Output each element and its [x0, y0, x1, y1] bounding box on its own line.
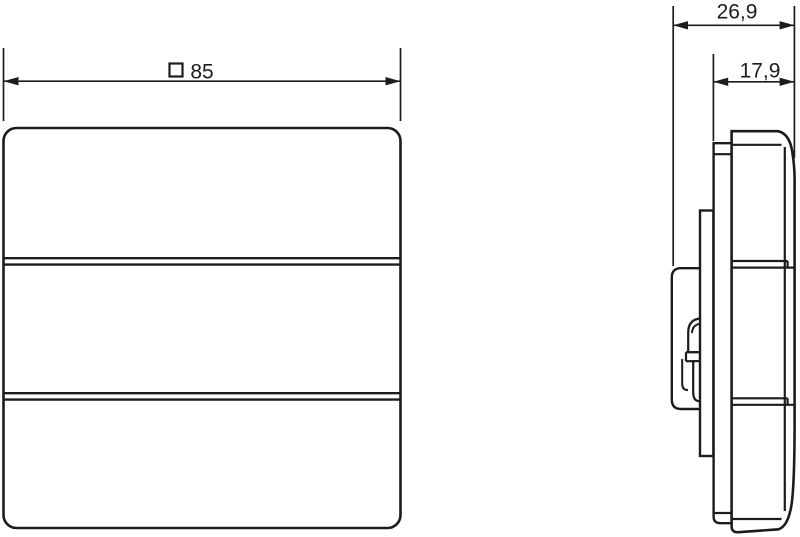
rocker-groove-lower — [731, 397, 795, 406]
front-view: 85 — [2, 48, 402, 530]
square-symbol-icon — [168, 62, 184, 78]
clamp-pin — [687, 317, 702, 354]
dimension-arrow-right-icon — [385, 77, 401, 86]
front-depth-dimension: 17,9 — [713, 60, 795, 86]
rocker-face-profile — [730, 129, 796, 534]
dimension-arrow-left-icon — [673, 21, 688, 30]
frame-profile — [712, 142, 732, 525]
front-width-label: 85 — [190, 61, 213, 84]
front-outline — [2, 126, 402, 530]
clamp-hook — [681, 359, 689, 391]
side-view: 26,9 17,9 — [670, 1, 796, 534]
dimension-arrow-right-icon — [779, 21, 795, 30]
rocker-groove-upper — [731, 259, 795, 269]
total-depth-label: 26,9 — [717, 1, 758, 24]
total-depth-dimension: 26,9 — [673, 1, 795, 30]
dimension-arrow-left-icon — [3, 77, 19, 86]
dimension-arrow-left-icon — [713, 77, 729, 86]
front-width-dimension: 85 — [2, 48, 402, 121]
front-depth-label: 17,9 — [740, 60, 781, 83]
dimension-arrow-right-icon — [779, 77, 795, 86]
support-plate — [698, 209, 715, 458]
